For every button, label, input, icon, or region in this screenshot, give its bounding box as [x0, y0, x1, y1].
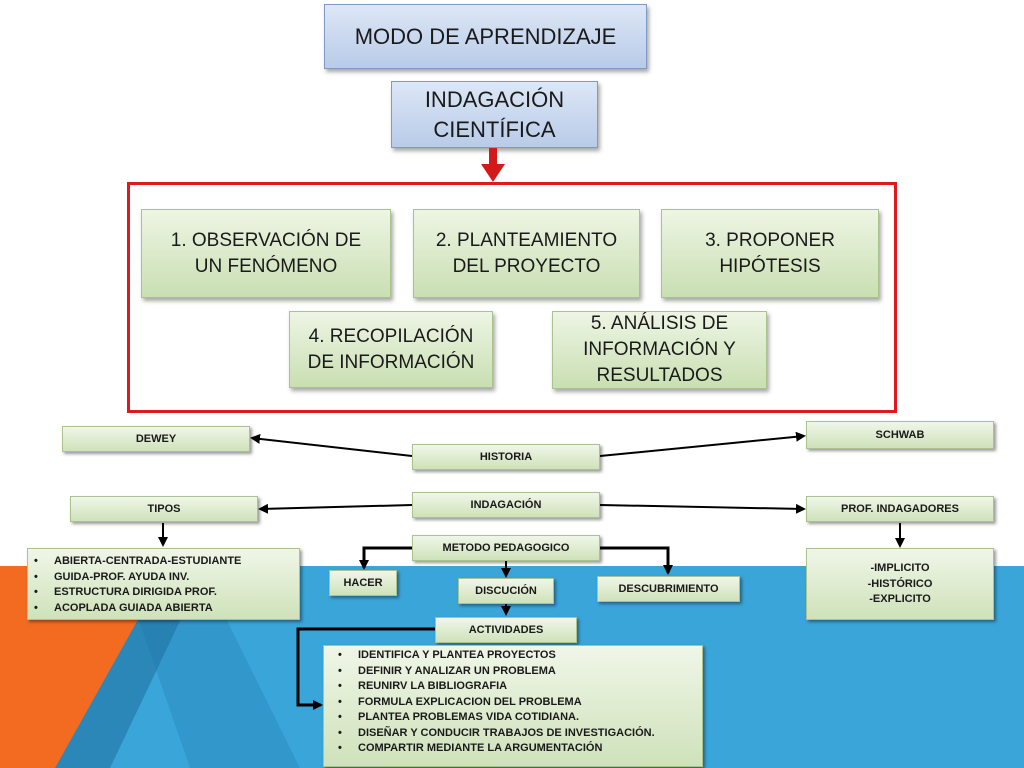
prof-list: -IMPLICITO -HISTÓRICO -EXPLICITO: [806, 548, 994, 620]
subtitle-line-1: INDAGACIÓN: [424, 86, 565, 112]
list-item: GUIDA-PROF. AYUDA INV.: [28, 570, 299, 586]
step-2-line-2: DEL PROYECTO: [452, 255, 601, 277]
node-indagacion: INDAGACIÓN: [412, 492, 600, 518]
node-discucion: DISCUCIÓN: [458, 578, 554, 604]
list-item: DISEÑAR Y CONDUCIR TRABAJOS DE INVESTIGA…: [332, 726, 702, 742]
step-4-line-1: 4. RECOPILACIÓN: [308, 325, 474, 347]
node-hacer-label: HACER: [343, 576, 383, 589]
step-box-3: 3. PROPONER HIPÓTESIS: [661, 209, 879, 298]
list-item: FORMULA EXPLICACION DEL PROBLEMA: [332, 695, 702, 711]
node-descubrimiento: DESCUBRIMIENTO: [597, 576, 740, 602]
node-historia-label: HISTORIA: [479, 450, 533, 463]
node-hacer: HACER: [329, 570, 397, 596]
step-5-line-3: RESULTADOS: [596, 365, 723, 386]
node-prof-indagadores-label: PROF. INDAGADORES: [841, 502, 959, 515]
step-1-line-2: UN FENÓMENO: [194, 255, 338, 277]
title-box: MODO DE APRENDIZAJE: [324, 4, 647, 69]
list-item: ACOPLADA GUIADA ABIERTA: [28, 601, 299, 617]
steps-frame: [127, 182, 897, 413]
subtitle-line-2: CIENTÍFICA: [433, 116, 556, 142]
list-item: DEFINIR Y ANALIZAR UN PROBLEMA: [332, 664, 702, 680]
list-item: -IMPLICITO: [870, 562, 930, 574]
list-item: -EXPLICITO: [869, 593, 931, 605]
node-schwab-label: SCHWAB: [875, 428, 925, 441]
step-box-1: 1. OBSERVACIÓN DE UN FENÓMENO: [141, 209, 391, 298]
node-dewey: DEWEY: [62, 426, 250, 452]
step-box-5: 5. ANÁLISIS DE INFORMACIÓN Y RESULTADOS: [552, 311, 767, 389]
step-3-line-1: 3. PROPONER: [705, 229, 835, 251]
subtitle-box: INDAGACIÓN CIENTÍFICA: [391, 81, 598, 148]
list-item: COMPARTIR MEDIANTE LA ARGUMENTACIÓN: [332, 741, 702, 757]
list-item: ABIERTA-CENTRADA-ESTUDIANTE: [28, 554, 299, 570]
step-5-line-1: 5. ANÁLISIS DE: [590, 313, 729, 334]
node-prof-indagadores: PROF. INDAGADORES: [806, 496, 994, 522]
step-4-line-2: DE INFORMACIÓN: [307, 351, 475, 373]
step-2-line-1: 2. PLANTEAMIENTO: [435, 229, 618, 251]
step-box-2: 2. PLANTEAMIENTO DEL PROYECTO: [413, 209, 640, 298]
node-tipos-label: TIPOS: [147, 502, 181, 515]
actividades-list: IDENTIFICA Y PLANTEA PROYECTOS DEFINIR Y…: [323, 645, 703, 767]
title-text: MODO DE APRENDIZAJE: [354, 23, 617, 49]
node-descubrimiento-label: DESCUBRIMIENTO: [618, 582, 719, 595]
tipos-list: ABIERTA-CENTRADA-ESTUDIANTE GUIDA-PROF. …: [27, 548, 300, 620]
list-item: -HISTÓRICO: [867, 577, 933, 590]
step-box-4: 4. RECOPILACIÓN DE INFORMACIÓN: [289, 311, 493, 388]
node-dewey-label: DEWEY: [135, 432, 177, 445]
node-historia: HISTORIA: [412, 444, 600, 470]
node-indagacion-label: INDAGACIÓN: [470, 498, 542, 511]
step-5-line-2: INFORMACIÓN Y: [583, 339, 736, 360]
node-discucion-label: DISCUCIÓN: [475, 584, 537, 597]
node-metodo-label: METODO PEDAGOGICO: [442, 541, 570, 554]
node-actividades: ACTIVIDADES: [435, 617, 577, 643]
node-metodo-pedagogico: METODO PEDAGOGICO: [412, 535, 600, 561]
step-1-line-1: 1. OBSERVACIÓN DE: [170, 229, 362, 251]
list-item: IDENTIFICA Y PLANTEA PROYECTOS: [332, 648, 702, 664]
node-tipos: TIPOS: [70, 496, 258, 522]
list-item: REUNIRV LA BIBLIOGRAFIA: [332, 679, 702, 695]
node-actividades-label: ACTIVIDADES: [468, 623, 544, 636]
node-schwab: SCHWAB: [806, 421, 994, 449]
list-item: ESTRUCTURA DIRIGIDA PROF.: [28, 585, 299, 601]
list-item: PLANTEA PROBLEMAS VIDA COTIDIANA.: [332, 710, 702, 726]
step-3-line-2: HIPÓTESIS: [719, 255, 821, 277]
